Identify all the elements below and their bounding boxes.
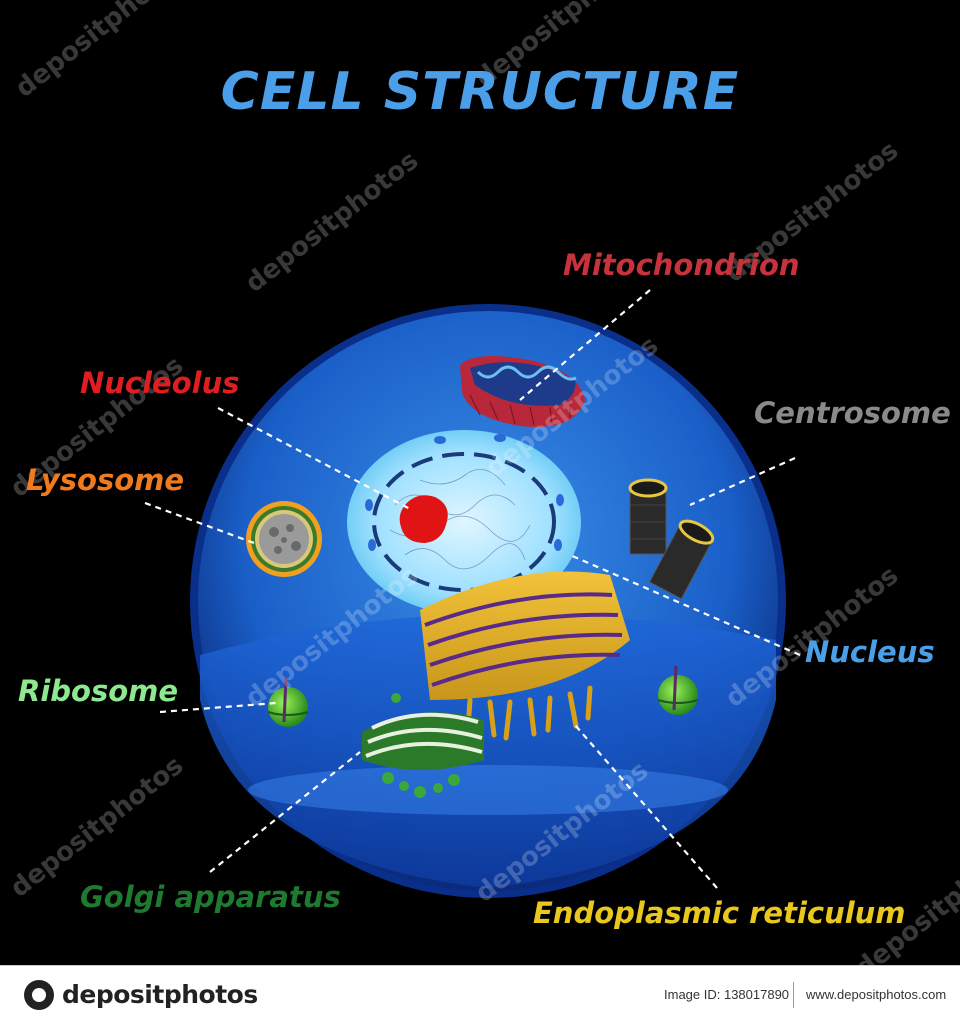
leader-ribosome	[159, 701, 277, 714]
footer-bar: depositphotos Image ID: 138017890 www.de…	[0, 965, 960, 1025]
label-golgi-apparatus: Golgi apparatus	[80, 880, 341, 914]
ribosome-right-shape	[657, 665, 699, 715]
lysosome-shape	[246, 501, 322, 577]
label-nucleus: Nucleus	[805, 635, 935, 669]
label-lysosome: Lysosome	[26, 463, 185, 497]
footer-divider	[793, 982, 794, 1008]
golgi-apparatus-shape	[362, 693, 484, 798]
centrosome-shape	[628, 478, 715, 600]
mitochondrion-shape	[460, 356, 585, 427]
endoplasmic-reticulum-shape	[420, 571, 630, 741]
diagram-title: CELL STRUCTURE	[220, 62, 740, 122]
label-ribosome: Ribosome	[18, 674, 179, 708]
ribosome-left-shape	[267, 677, 309, 727]
leader-er	[574, 724, 718, 889]
diagram-canvas: depositphotos depositphotos depositphoto…	[5, 0, 960, 984]
nuclear-envelope	[372, 452, 556, 592]
cytoplasm-highlight	[248, 765, 728, 815]
cytoplasm-lower-layer	[200, 613, 776, 888]
label-mitochondrion: Mitochondrion	[563, 248, 800, 282]
nuclear-pores	[365, 434, 564, 551]
label-endoplasmic-reticulum: Endoplasmic reticulum	[533, 896, 906, 930]
cell-illustration	[144, 289, 801, 898]
footer-brand[interactable]: depositphotos	[62, 980, 258, 1009]
leader-centrosome	[689, 456, 796, 507]
nucleus-shape	[347, 430, 581, 614]
leader-nucleus	[569, 553, 801, 657]
nucleolus-shape	[399, 495, 448, 543]
camera-logo-icon	[24, 980, 54, 1010]
site-link[interactable]: www.depositphotos.com	[806, 987, 947, 1002]
label-nucleolus: Nucleolus	[80, 366, 240, 400]
image-id: Image ID: 138017890	[664, 987, 790, 1002]
leader-lines	[144, 289, 801, 889]
leader-nucleolus	[217, 407, 413, 511]
label-centrosome: Centrosome	[754, 396, 951, 430]
leader-lysosome	[144, 501, 255, 545]
